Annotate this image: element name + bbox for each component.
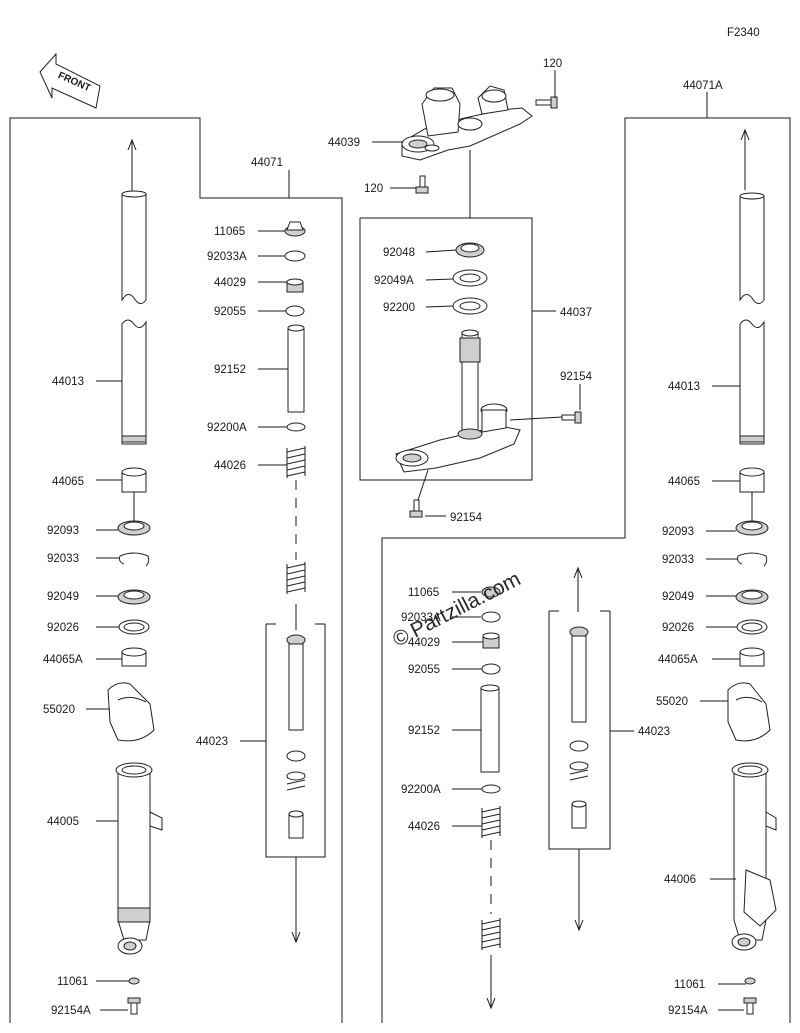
left-fork-group-outline bbox=[9, 117, 343, 1023]
label-center-92055: 92055 bbox=[214, 306, 246, 318]
label-92048: 92048 bbox=[383, 247, 415, 259]
m-spring-bottom bbox=[481, 919, 501, 949]
left-bolt-92154A bbox=[130, 1001, 138, 1015]
m-o-ring-92033A bbox=[481, 611, 501, 623]
label-right-92049: 92049 bbox=[662, 591, 694, 603]
o-ring-92055 bbox=[285, 305, 305, 317]
label-center-92152: 92152 bbox=[214, 364, 246, 376]
right-leaders bbox=[700, 385, 753, 1011]
clamp-bolt-top bbox=[535, 96, 558, 109]
label-44071A: 44071A bbox=[683, 80, 723, 92]
label-left-92026: 92026 bbox=[47, 622, 79, 634]
label-left-44065A: 44065A bbox=[43, 654, 83, 666]
label-44037: 44037 bbox=[560, 307, 592, 319]
left-inner-tube-top bbox=[121, 193, 147, 304]
upper-triple-clamp bbox=[401, 85, 533, 161]
left-leaders bbox=[86, 380, 135, 1011]
label-left-92093: 92093 bbox=[47, 525, 79, 537]
middle-internals bbox=[480, 566, 589, 1010]
stem-bolt-bottom bbox=[409, 499, 423, 518]
label-44071: 44071 bbox=[251, 157, 283, 169]
right-washer-11061 bbox=[744, 977, 756, 985]
label-middle-44029: 44029 bbox=[408, 637, 440, 649]
label-right-92026: 92026 bbox=[662, 622, 694, 634]
right-fork-group-outline bbox=[381, 117, 791, 1023]
label-92049A: 92049A bbox=[374, 275, 414, 287]
label-middle-92200A: 92200A bbox=[401, 784, 441, 796]
m-spring-top bbox=[481, 807, 501, 837]
right-inner-tube-bottom bbox=[739, 319, 765, 445]
part-labels: 120 44071A 44039 44071 120 92048 92049A … bbox=[43, 58, 723, 1017]
m-o-ring-92055 bbox=[481, 663, 501, 675]
front-arrow-icon: FRONT bbox=[39, 52, 101, 109]
spring-44026-top bbox=[286, 447, 306, 477]
label-120-top: 120 bbox=[543, 58, 562, 70]
washer-92200A bbox=[286, 422, 306, 432]
label-92154-bottom: 92154 bbox=[450, 512, 483, 524]
stem-group-outline bbox=[359, 217, 533, 481]
label-center-92200A: 92200A bbox=[207, 422, 247, 434]
middle-leaders bbox=[452, 591, 483, 827]
m-washer-92200A bbox=[481, 784, 501, 794]
label-left-44005: 44005 bbox=[47, 816, 79, 828]
label-right-55020: 55020 bbox=[656, 696, 688, 708]
label-middle-44026: 44026 bbox=[408, 821, 440, 833]
label-right-44013: 44013 bbox=[668, 381, 700, 393]
clamp-bolt-bottom bbox=[415, 175, 429, 194]
label-right-44065A: 44065A bbox=[658, 654, 698, 666]
label-left-55020: 55020 bbox=[43, 704, 75, 716]
label-center-44029: 44029 bbox=[214, 277, 246, 289]
m-cap-bolt bbox=[481, 586, 501, 598]
label-right-92093: 92093 bbox=[662, 526, 694, 538]
collar-92152 bbox=[287, 327, 305, 413]
label-center-44026: 44026 bbox=[214, 460, 246, 472]
label-middle-92055: 92055 bbox=[408, 664, 440, 676]
right-inner-tube-top bbox=[739, 195, 765, 304]
spring-44026-bottom bbox=[286, 563, 306, 593]
steering-stem bbox=[395, 329, 521, 473]
left-fork-parts bbox=[107, 138, 163, 1015]
label-center-92033A: 92033A bbox=[207, 251, 247, 263]
left-fork-guard bbox=[107, 682, 155, 742]
label-44039: 44039 bbox=[328, 137, 360, 149]
label-left-92033: 92033 bbox=[47, 553, 79, 565]
label-left-44013: 44013 bbox=[52, 376, 84, 388]
label-left-92154A: 92154A bbox=[51, 1005, 91, 1017]
label-middle-92033A: 92033A bbox=[401, 612, 441, 624]
label-right-11061: 11061 bbox=[674, 979, 705, 991]
left-inner-tube-bottom bbox=[121, 319, 147, 445]
left-washer-11061 bbox=[128, 977, 140, 985]
label-left-44065: 44065 bbox=[52, 476, 84, 488]
figure-code: F2340 bbox=[727, 27, 760, 39]
left-retaining-ring bbox=[119, 552, 150, 567]
right-retaining-ring bbox=[737, 552, 768, 567]
center-internals bbox=[284, 221, 306, 944]
label-right-44065: 44065 bbox=[668, 476, 700, 488]
label-middle-92152: 92152 bbox=[408, 725, 440, 737]
right-bolt-92154A bbox=[746, 1001, 754, 1015]
label-right-44006: 44006 bbox=[664, 874, 696, 886]
watermark-text: Partzilla.com bbox=[407, 567, 525, 642]
stem-bolt-right bbox=[561, 411, 582, 424]
label-92154-right: 92154 bbox=[560, 371, 593, 383]
label-middle-11065: 11065 bbox=[408, 587, 439, 599]
m-collar-92152 bbox=[480, 687, 500, 773]
label-right-92033: 92033 bbox=[662, 554, 694, 566]
label-center-44023: 44023 bbox=[196, 736, 228, 748]
label-92200: 92200 bbox=[383, 302, 415, 314]
o-ring-92033A bbox=[284, 250, 306, 262]
label-middle-44023: 44023 bbox=[638, 726, 670, 738]
right-fork-guard bbox=[727, 682, 771, 742]
label-center-11065: 11065 bbox=[214, 226, 245, 238]
group-outlines bbox=[9, 92, 791, 1023]
center-leaders bbox=[258, 230, 288, 466]
label-right-92154A: 92154A bbox=[668, 1005, 708, 1017]
label-left-92049: 92049 bbox=[47, 591, 79, 603]
stem-bearing-parts bbox=[452, 242, 488, 315]
label-120-bottom: 120 bbox=[364, 183, 383, 195]
label-left-11061: 11061 bbox=[57, 976, 88, 988]
right-fork-parts bbox=[727, 128, 777, 1015]
